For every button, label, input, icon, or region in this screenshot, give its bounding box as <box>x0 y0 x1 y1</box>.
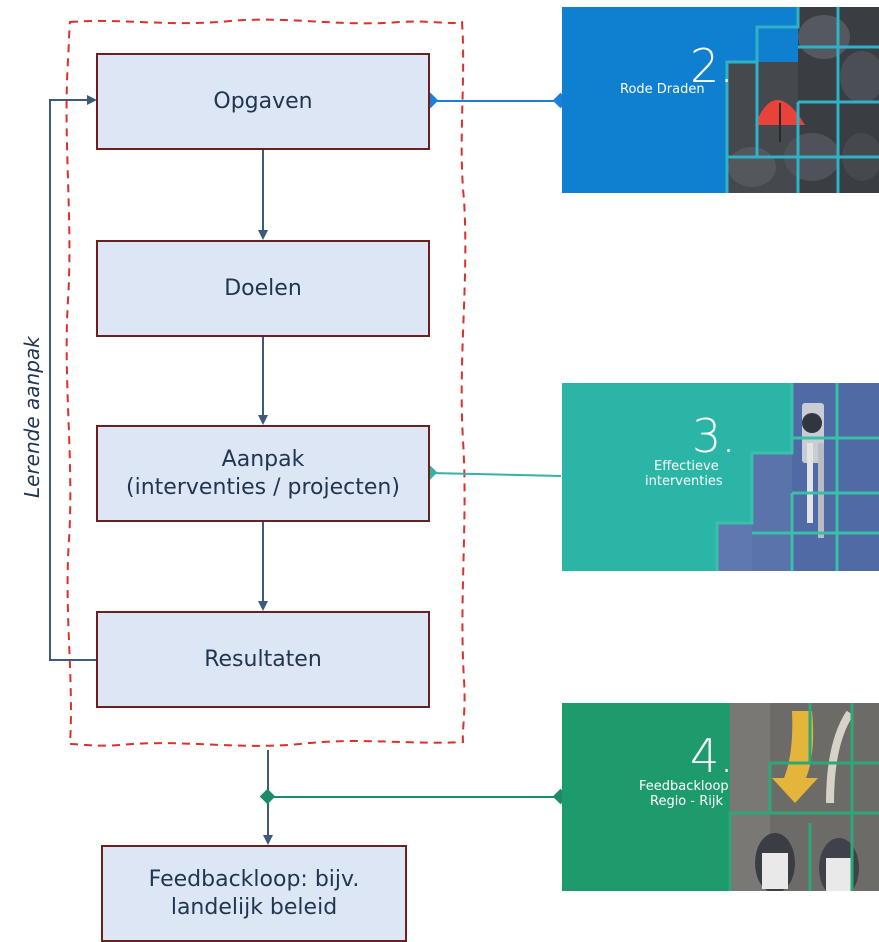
card-4-line2: Regio - Rijk <box>650 794 724 809</box>
step-resultaten: Resultaten <box>96 611 430 708</box>
card-3-number: 3. <box>692 409 736 463</box>
step-aanpak: Aanpak (interventies / projecten) <box>96 425 430 522</box>
step-aanpak-label: Aanpak <box>221 446 305 472</box>
feedback-box-line1: Feedbackloop: bijv. <box>148 866 360 892</box>
slide-card-feedbackloop[interactable]: 4. Feedbackloop Regio - Rijk <box>562 703 879 891</box>
learning-loop-arrow <box>49 95 98 661</box>
card-2-number: 2. <box>690 39 734 93</box>
shoes-arrows-picture <box>728 703 879 891</box>
connector-card-3 <box>429 472 562 477</box>
card-2-title: Rode Draden <box>620 82 705 97</box>
learning-approach-label: Lerende aanpak <box>20 336 44 498</box>
step-resultaten-label: Resultaten <box>204 646 322 672</box>
learning-scope-dashed-frame <box>65 18 467 747</box>
card-4-line1: Feedbackloop <box>639 779 729 794</box>
step-opgaven-label: Opgaven <box>213 88 313 114</box>
stones-umbrella-picture <box>725 7 879 193</box>
slide-card-rode-draden[interactable]: 2. Rode Draden <box>562 7 879 193</box>
card-3-line2: interventies <box>645 474 723 489</box>
step-aanpak-sublabel: (interventies / projecten) <box>126 474 400 500</box>
feedback-box-line2: landelijk beleid <box>170 894 338 920</box>
card-4-number: 4. <box>690 729 734 783</box>
step-doelen-label: Doelen <box>224 275 302 301</box>
step-doelen: Doelen <box>96 240 430 337</box>
keys-door-picture <box>715 383 879 571</box>
feedback-box: Feedbackloop: bijv. landelijk beleid <box>101 845 407 942</box>
step-opgaven: Opgaven <box>96 53 430 150</box>
card-3-line1: Effectieve <box>654 459 719 474</box>
slide-card-effectieve-interventies[interactable]: 3. Effectieve interventies <box>562 383 879 571</box>
